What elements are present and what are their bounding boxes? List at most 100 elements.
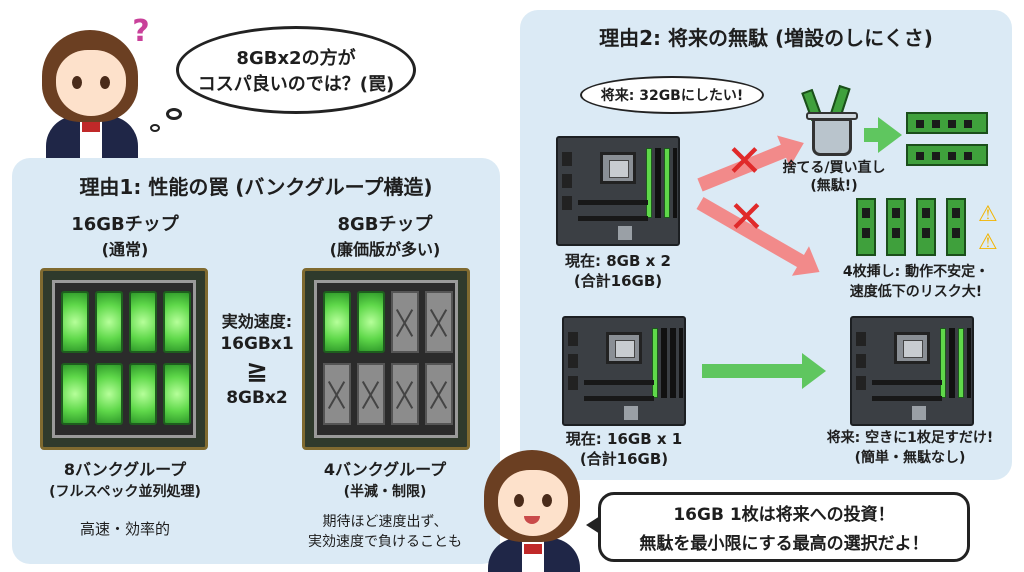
speech-line-2: 無駄を最小限にする最高の選択だよ！ (639, 534, 929, 554)
chip8-sub: (廉価版が多い) (329, 240, 441, 259)
pci-slot (584, 380, 654, 385)
chipset (912, 406, 926, 420)
chip16-groups: 8バンクグループ (63, 460, 187, 479)
question-mark: ? (132, 14, 150, 49)
smile (524, 516, 540, 524)
chip8-name: 8GBチップ (337, 214, 433, 235)
chipset (624, 406, 638, 420)
thought-dot (150, 124, 160, 132)
bank (129, 363, 157, 425)
thought-line-2: コスパ良いのでは？(罠) (197, 74, 395, 95)
io-port (562, 196, 572, 210)
current-8x2-line-1: 現在: 8GB x 2 (565, 252, 671, 270)
chip16-name: 16GBチップ (71, 214, 179, 235)
warning-icon: ⚠ (978, 202, 998, 227)
ram-slot-filled (958, 328, 964, 398)
bank (163, 363, 191, 425)
trash-can-icon (812, 118, 852, 156)
face (56, 50, 126, 116)
thought-bubble: 8GBx2の方が コスパ良いのでは？(罠) (176, 26, 416, 114)
disabled-bank (425, 291, 453, 353)
trash-line-2: (無駄!) (810, 178, 858, 194)
future-bubble-text: 将来: 32GBにしたい! (600, 88, 744, 104)
current-8x2-line-2: (合計16GB) (573, 272, 663, 290)
thought-dot (166, 108, 182, 120)
bank (61, 363, 89, 425)
green-arrow-to-new-ram (864, 117, 902, 153)
io-port (856, 332, 866, 346)
future-add-line-1: 将来: 空きに1枚足すだけ! (826, 430, 994, 446)
ram-stick-new (906, 144, 988, 166)
smiling-girl (476, 444, 586, 572)
speech-bubble: 16GB 1枚は将来への投資！ 無駄を最小限にする最高の選択だよ！ (598, 492, 970, 562)
speed-compare-operator: ≧ (246, 356, 268, 386)
chip8-groups: 4バンクグループ (323, 460, 447, 479)
trash-line-1: 捨てる/買い直し (782, 160, 886, 176)
bank (61, 291, 89, 353)
chip8-note-1: 期待ほど速度出ず、 (322, 514, 448, 530)
eye (514, 494, 524, 507)
io-port (568, 354, 578, 368)
pci-slot (872, 380, 942, 385)
disabled-bank (391, 291, 419, 353)
ram-slot-empty (670, 328, 676, 398)
left-panel-title: 理由1: 性能の罠 (バンクグループ構造) (79, 175, 433, 199)
x-mark: ✕ (728, 192, 765, 243)
eye (100, 76, 110, 89)
chip16-note: 高速・効率的 (79, 520, 170, 538)
four-slots-line-1: 4枚挿し: 動作不安定・ (842, 264, 990, 280)
chip16-sub: (通常) (101, 240, 149, 259)
eye (72, 76, 82, 89)
chip16-groups-sub: (フルスペック並列処理) (49, 484, 201, 500)
thought-line-1: 8GBx2の方が (236, 48, 356, 69)
ram-stick-new (906, 112, 988, 134)
bank (129, 291, 157, 353)
speed-compare-label: 実効速度: (221, 312, 293, 331)
ram-slot-filled (664, 148, 670, 218)
ram-slot-empty (967, 328, 971, 398)
bank (95, 291, 123, 353)
ram-slot-empty (655, 148, 661, 218)
pci-slot (578, 200, 648, 205)
ram-slot-empty (949, 328, 955, 398)
pci-slot (584, 396, 654, 401)
io-port (562, 174, 572, 188)
ram-stick (916, 198, 936, 256)
ram-stick (946, 198, 966, 256)
speech-bubble-tail (586, 516, 600, 534)
disabled-bank (357, 363, 385, 425)
disabled-bank (391, 363, 419, 425)
ram-stick (856, 198, 876, 256)
chip8-groups-sub: (半減・制限) (343, 484, 427, 500)
io-port (856, 354, 866, 368)
bank (163, 291, 191, 353)
ram-stick (886, 198, 906, 256)
chip8-image (302, 268, 470, 450)
bank (357, 291, 385, 353)
io-port (568, 376, 578, 390)
right-panel-title: 理由2: 将来の無駄 (増設のしにくさ) (599, 26, 933, 50)
motherboard-8x2 (556, 136, 680, 246)
chip8-die (314, 280, 458, 438)
ram-slot-empty (661, 328, 667, 398)
ram-slot-empty (673, 148, 677, 218)
cpu-socket (894, 332, 930, 364)
chipset (618, 226, 632, 240)
speed-compare-16: 16GBx1 (220, 334, 294, 354)
disabled-bank (323, 363, 351, 425)
motherboard-16x1 (562, 316, 686, 426)
future-add-line-2: (簡単・無駄なし) (854, 450, 966, 466)
cpu-socket (600, 152, 636, 184)
chip16-image (40, 268, 208, 450)
green-arrow-to-future (702, 353, 826, 389)
x-mark: ✕ (726, 136, 763, 187)
trash-lid (806, 112, 858, 120)
face (498, 470, 568, 536)
speed-compare-8: 8GBx2 (226, 388, 288, 408)
current-16x1-line-1: 現在: 16GB x 1 (565, 430, 683, 448)
four-slots-line-2: 速度低下のリスク大! (849, 284, 983, 300)
speech-line-1: 16GB 1枚は将来への投資！ (673, 505, 895, 525)
bank (95, 363, 123, 425)
pci-slot (578, 216, 648, 221)
eye (542, 494, 552, 507)
